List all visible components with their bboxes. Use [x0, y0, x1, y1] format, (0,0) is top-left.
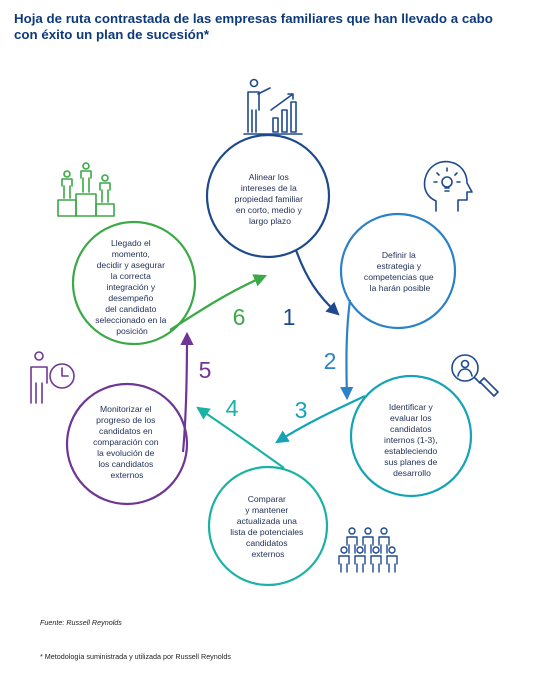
head-lightbulb-icon	[423, 160, 473, 212]
step-5-number: 5	[199, 357, 212, 383]
magnifier-person-icon	[451, 354, 499, 397]
step-3-line: internos (1-3),	[384, 435, 438, 445]
step-3-circle	[349, 374, 473, 498]
step-1-line: propiedad familiar	[235, 194, 303, 204]
step-2-line: la harán posible	[370, 283, 431, 293]
step-5-circle	[65, 382, 189, 506]
step-2-number: 2	[324, 348, 337, 374]
step-3-line: sus planes de	[384, 457, 437, 467]
step-3-line: desarrollo	[393, 468, 431, 478]
step-1: Alinear los intereses de la propiedad fa…	[205, 133, 340, 330]
step-6-line: desempeño	[108, 293, 153, 303]
step-3: Identificar y evaluar los candidatos int…	[275, 374, 473, 498]
step-5-line: comparación con	[93, 437, 159, 447]
step-5-line: Monitorizar el	[100, 404, 152, 414]
step-2-line: competencias que	[364, 272, 434, 282]
step-3-arrow	[275, 395, 366, 444]
step-4-circle	[207, 465, 329, 587]
step-2-line: estrategia y	[377, 261, 422, 271]
step-4-line: y mantener	[245, 505, 288, 515]
step-6-line: decidir y asegurar	[97, 260, 165, 270]
step-3-line: Identificar y	[389, 402, 434, 412]
step-4-line: actualizada una	[237, 516, 297, 526]
step-5-arrow	[180, 331, 194, 453]
step-2-circle	[339, 212, 457, 330]
step-1-arrow	[294, 249, 340, 316]
podium-people-icon	[57, 162, 115, 217]
step-6-arrow	[169, 274, 268, 331]
step-4-line: Comparar	[248, 494, 286, 504]
step-3-line: estableciendo	[384, 446, 437, 456]
step-5: Monitorizar el progreso de los candidato…	[65, 331, 212, 506]
step-1-circle	[205, 133, 331, 259]
step-4-text: Comparar y mantener actualizada una list…	[230, 494, 305, 559]
step-4-number: 4	[226, 395, 239, 421]
step-5-line: candidatos en	[99, 426, 153, 436]
step-3-number: 3	[295, 397, 308, 423]
step-2-line: Definir la	[382, 250, 416, 260]
step-1-line: en corto, medio y	[236, 205, 303, 215]
step-4-line: externos	[252, 549, 285, 559]
step-6-line: la correcta	[111, 271, 151, 281]
step-6-text: Llegado el momento, decidir y asegurar l…	[95, 238, 169, 336]
people-group-icon	[338, 527, 398, 573]
step-4-line: candidatos	[246, 538, 288, 548]
step-1-line: largo plazo	[249, 216, 291, 226]
page-title: Hoja de ruta contrastada de las empresas…	[14, 11, 493, 42]
source-note: Fuente: Russell Reynolds	[40, 618, 122, 627]
step-1-number: 1	[283, 304, 296, 330]
step-1-text: Alinear los intereses de la propiedad fa…	[235, 172, 306, 226]
step-6-line: integración y	[106, 282, 155, 292]
step-6: Llegado el momento, decidir y asegurar l…	[71, 220, 268, 346]
step-6-circle	[71, 220, 197, 346]
step-4-arrow	[196, 406, 285, 469]
step-6-line: momento,	[112, 249, 150, 259]
step-4-line: lista de potenciales	[230, 527, 303, 537]
footnote: * Metodología suministrada y utilizada p…	[40, 652, 231, 661]
step-5-line: progreso de los	[96, 415, 155, 425]
step-6-line: seleccionado en la	[95, 315, 166, 325]
person-clock-icon	[30, 351, 75, 404]
step-6-number: 6	[233, 304, 246, 330]
step-3-line: evaluar los	[390, 413, 432, 423]
step-2-text: Definir la estrategia y competencias que…	[364, 250, 436, 293]
step-6-line: posición	[116, 326, 148, 336]
step-6-line: del candidato	[105, 304, 156, 314]
step-1-line: Alinear los	[249, 172, 289, 182]
step-6-line: Llegado el	[111, 238, 151, 248]
step-5-line: externos	[111, 470, 144, 480]
step-5-line: la evolución de	[97, 448, 155, 458]
step-2-arrow	[340, 299, 354, 401]
step-3-line: candidatos	[390, 424, 432, 434]
step-2: Definir la estrategia y competencias que…	[324, 212, 457, 401]
presenter-chart-icon	[243, 78, 303, 135]
step-5-text: Monitorizar el progreso de los candidato…	[93, 404, 161, 480]
step-1-line: intereses de la	[241, 183, 297, 193]
step-3-text: Identificar y evaluar los candidatos int…	[384, 402, 440, 478]
step-5-line: los candidatos	[98, 459, 153, 469]
step-4: Comparar y mantener actualizada una list…	[196, 395, 329, 587]
